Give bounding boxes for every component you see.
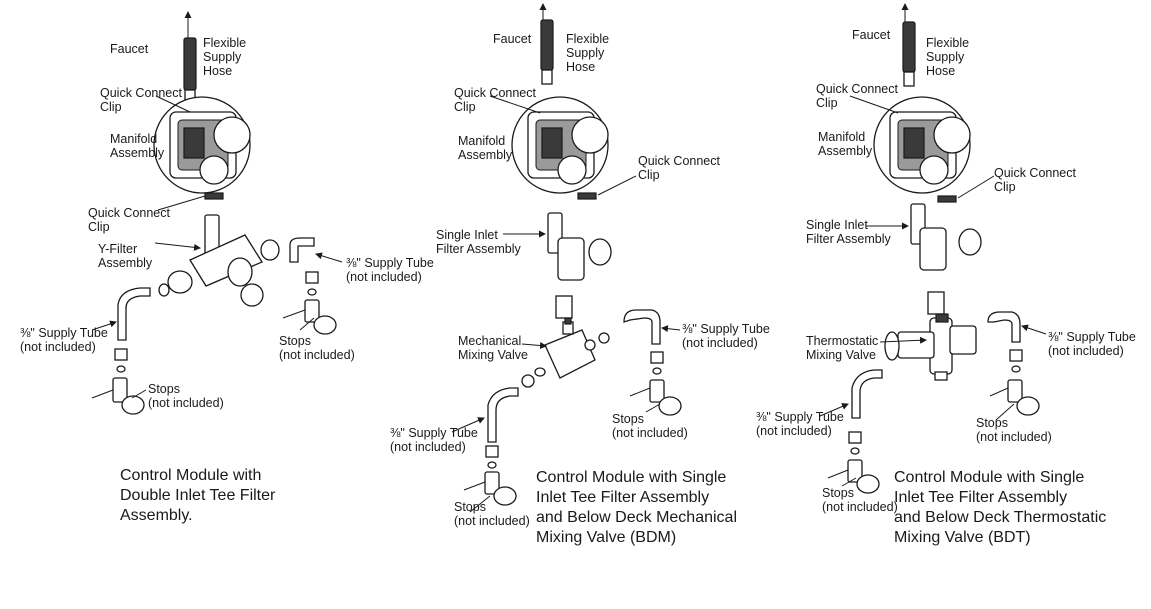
leader-clip-top xyxy=(155,95,191,113)
leader-tube-right xyxy=(1021,324,1047,335)
supply-tube-left xyxy=(487,387,519,443)
leader-tube-left xyxy=(91,320,117,331)
label-stops-left: Stops (not included) xyxy=(148,382,224,410)
label-quick-connect-clip-right: Quick Connect Clip xyxy=(638,154,720,182)
leader-valve xyxy=(879,336,927,344)
label-stops-left: Stops (not included) xyxy=(822,486,898,514)
stop-right xyxy=(282,299,337,335)
manifold-assembly xyxy=(873,96,971,194)
label-quick-connect-clip-top: Quick Connect Clip xyxy=(100,86,182,114)
leader-clip-top xyxy=(849,95,899,114)
nut-right xyxy=(650,351,664,364)
stop-left xyxy=(91,377,145,415)
panel-1-drawing xyxy=(91,11,343,415)
caption-panel-3: Control Module with Single Inlet Tee Fil… xyxy=(894,469,1107,546)
supply-tube-left xyxy=(117,287,151,341)
single-inlet-filter-assembly xyxy=(910,203,982,315)
nut-left xyxy=(114,348,128,361)
label-manifold-assembly: Manifold Assembly xyxy=(110,132,165,160)
label-supply-tube-left: ⅜" Supply Tube (not included) xyxy=(20,326,108,354)
label-supply-tube-right: ⅜" Supply Tube (not included) xyxy=(682,322,770,350)
flexible-supply-hose xyxy=(540,19,554,71)
leader-clip-right xyxy=(597,175,637,196)
label-flexible-supply-hose: Flexible Supply Hose xyxy=(203,36,247,78)
single-inlet-filter-assembly xyxy=(547,212,612,319)
caption-panel-2: Control Module with Single Inlet Tee Fil… xyxy=(536,469,737,546)
label-stops-left: Stops (not included) xyxy=(454,500,530,528)
supply-tube-right xyxy=(289,237,315,263)
nut-right xyxy=(1009,349,1023,362)
label-quick-connect-clip-bottom: Quick Connect Clip xyxy=(88,206,170,234)
label-manifold-assembly: Manifold Assembly xyxy=(458,134,513,162)
nut-left xyxy=(848,431,862,444)
label-thermostatic-mixing-valve: Thermostatic Mixing Valve xyxy=(806,334,879,362)
label-faucet: Faucet xyxy=(110,42,149,56)
hose-fitting xyxy=(541,69,553,85)
label-stops-right: Stops (not included) xyxy=(279,334,355,362)
leader-tube-right xyxy=(661,325,681,333)
leader-filter xyxy=(154,242,201,251)
leader-clip-right xyxy=(957,175,995,199)
label-stops-right: Stops (not included) xyxy=(612,412,688,440)
filter-nipple xyxy=(555,295,573,319)
manifold-assembly xyxy=(153,96,251,194)
flexible-supply-hose xyxy=(902,21,916,73)
label-supply-tube-right: ⅜" Supply Tube (not included) xyxy=(1048,330,1136,358)
label-quick-connect-clip-right: Quick Connect Clip xyxy=(994,166,1076,194)
quick-connect-clip xyxy=(937,195,957,203)
nut-right xyxy=(305,271,319,284)
supply-tube-right xyxy=(623,309,661,345)
label-manifold-assembly: Manifold Assembly xyxy=(818,130,873,158)
manifold-assembly xyxy=(511,96,609,194)
quick-connect-clip xyxy=(577,192,597,200)
label-faucet: Faucet xyxy=(493,32,532,46)
label-faucet: Faucet xyxy=(852,28,891,42)
label-stops-right: Stops (not included) xyxy=(976,416,1052,444)
leader-stops-right xyxy=(645,403,661,413)
label-single-inlet-filter-assembly: Single Inlet Filter Assembly xyxy=(806,218,891,246)
label-y-filter-assembly: Y-Filter Assembly xyxy=(98,242,153,270)
quick-connect-clip xyxy=(204,192,224,200)
leader-clip-bottom xyxy=(157,195,206,211)
leader-stops-right xyxy=(299,317,315,331)
stop-left xyxy=(827,459,880,494)
leader-stops-left xyxy=(841,477,857,487)
stop-right xyxy=(989,379,1040,416)
mechanical-mixing-valve xyxy=(521,317,610,388)
leader-stops-right xyxy=(995,403,1015,421)
supply-tube-left xyxy=(851,369,883,419)
filter-nipple xyxy=(927,291,945,315)
thermostatic-mixing-valve xyxy=(884,313,977,381)
label-supply-tube-left: ⅜" Supply Tube (not included) xyxy=(390,426,478,454)
leader-tube-left xyxy=(819,403,849,417)
leader-stops-left xyxy=(469,495,491,513)
panel-2-drawing xyxy=(451,3,682,513)
stop-left xyxy=(463,471,517,506)
leader-valve xyxy=(521,342,547,349)
stop-right xyxy=(629,379,682,416)
leader-tube-right xyxy=(315,252,343,263)
label-quick-connect-clip-top: Quick Connect Clip xyxy=(454,86,536,114)
leader-stops-left xyxy=(131,389,147,399)
hose-fitting xyxy=(903,71,915,87)
nut-left xyxy=(485,445,499,458)
label-flexible-supply-hose: Flexible Supply Hose xyxy=(926,36,970,78)
supply-tube-right xyxy=(987,311,1021,343)
label-quick-connect-clip-top: Quick Connect Clip xyxy=(816,82,898,110)
y-filter-assembly xyxy=(158,214,280,307)
flexible-supply-hose xyxy=(183,37,197,91)
label-mechanical-mixing-valve: Mechanical Mixing Valve xyxy=(458,334,528,362)
label-supply-tube-right: ⅜" Supply Tube (not included) xyxy=(346,256,434,284)
panel-3-drawing xyxy=(819,3,1047,494)
label-flexible-supply-hose: Flexible Supply Hose xyxy=(566,32,610,74)
label-supply-tube-left: ⅜" Supply Tube (not included) xyxy=(756,410,844,438)
label-single-inlet-filter-assembly: Single Inlet Filter Assembly xyxy=(436,228,521,256)
caption-panel-1: Control Module with Double Inlet Tee Fil… xyxy=(120,467,276,524)
leader-clip-top xyxy=(489,95,541,114)
leader-tube-left xyxy=(451,417,485,433)
